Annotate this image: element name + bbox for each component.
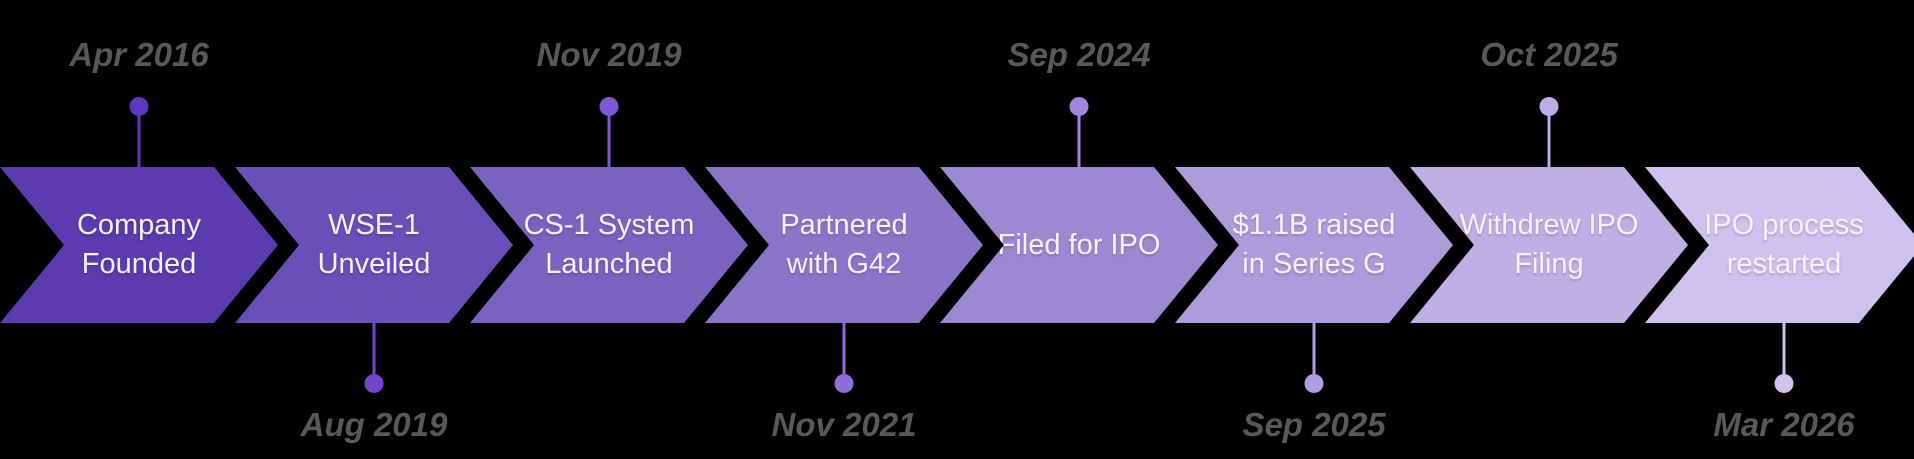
timeline-dot [364,374,384,393]
milestone-label: WSE-1 Unveiled [317,209,431,280]
milestone-date: Oct 2025 [1480,36,1618,73]
timeline-dot [599,97,619,116]
milestone-withdrew-ipo: Oct 2025 Withdrew IPO Filing [1410,0,1688,459]
milestone-date: Sep 2024 [1007,36,1151,73]
milestone-label: IPO process restarted [1704,209,1864,280]
connector-line [1312,322,1316,374]
connector-line [607,115,611,167]
timeline-dot [1774,374,1794,393]
milestone-label: $1.1B raised in Series G [1232,209,1396,280]
milestone-label: CS-1 System Launched [523,209,695,280]
milestone-date: Nov 2021 [771,406,917,443]
timeline-dot [1539,97,1559,116]
timeline-dot [1069,97,1089,116]
connector-line [137,115,141,167]
timeline-dot [1304,374,1324,393]
chevron-arrow: IPO process restarted [1645,167,1914,323]
milestone-ipo-restarted: IPO process restarted Mar 2026 [1645,0,1914,459]
milestone-filed-ipo: Sep 2024 Filed for IPO [940,0,1218,459]
milestone-wse1-unveiled: WSE-1 Unveiled Aug 2019 [235,0,513,459]
milestone-partnered-g42: Partnered with G42 Nov 2021 [705,0,983,459]
connector-line [372,322,376,374]
connector-line [1077,115,1081,167]
milestone-label: Filed for IPO [997,228,1161,261]
milestone-cs1-launched: Nov 2019 CS-1 System Launched [470,0,748,459]
milestone-company-founded: Apr 2016 Company Founded [0,0,278,459]
milestone-label: Withdrew IPO Filing [1459,209,1639,280]
milestone-series-g: $1.1B raised in Series G Sep 2025 [1175,0,1453,459]
timeline-dot [834,374,854,393]
timeline-dot [129,97,149,116]
milestone-date: Nov 2019 [536,36,682,73]
connector-line [842,322,846,374]
connector-line [1547,115,1551,167]
milestone-label: Company Founded [76,209,202,280]
milestone-label: Partnered with G42 [780,209,908,280]
chevron-arrow: Filed for IPO [940,167,1218,323]
milestone-date: Sep 2025 [1242,406,1386,443]
milestone-date: Apr 2016 [69,36,209,73]
connector-line [1782,322,1786,374]
milestone-date: Aug 2019 [300,406,448,443]
milestone-date: Mar 2026 [1713,406,1855,443]
